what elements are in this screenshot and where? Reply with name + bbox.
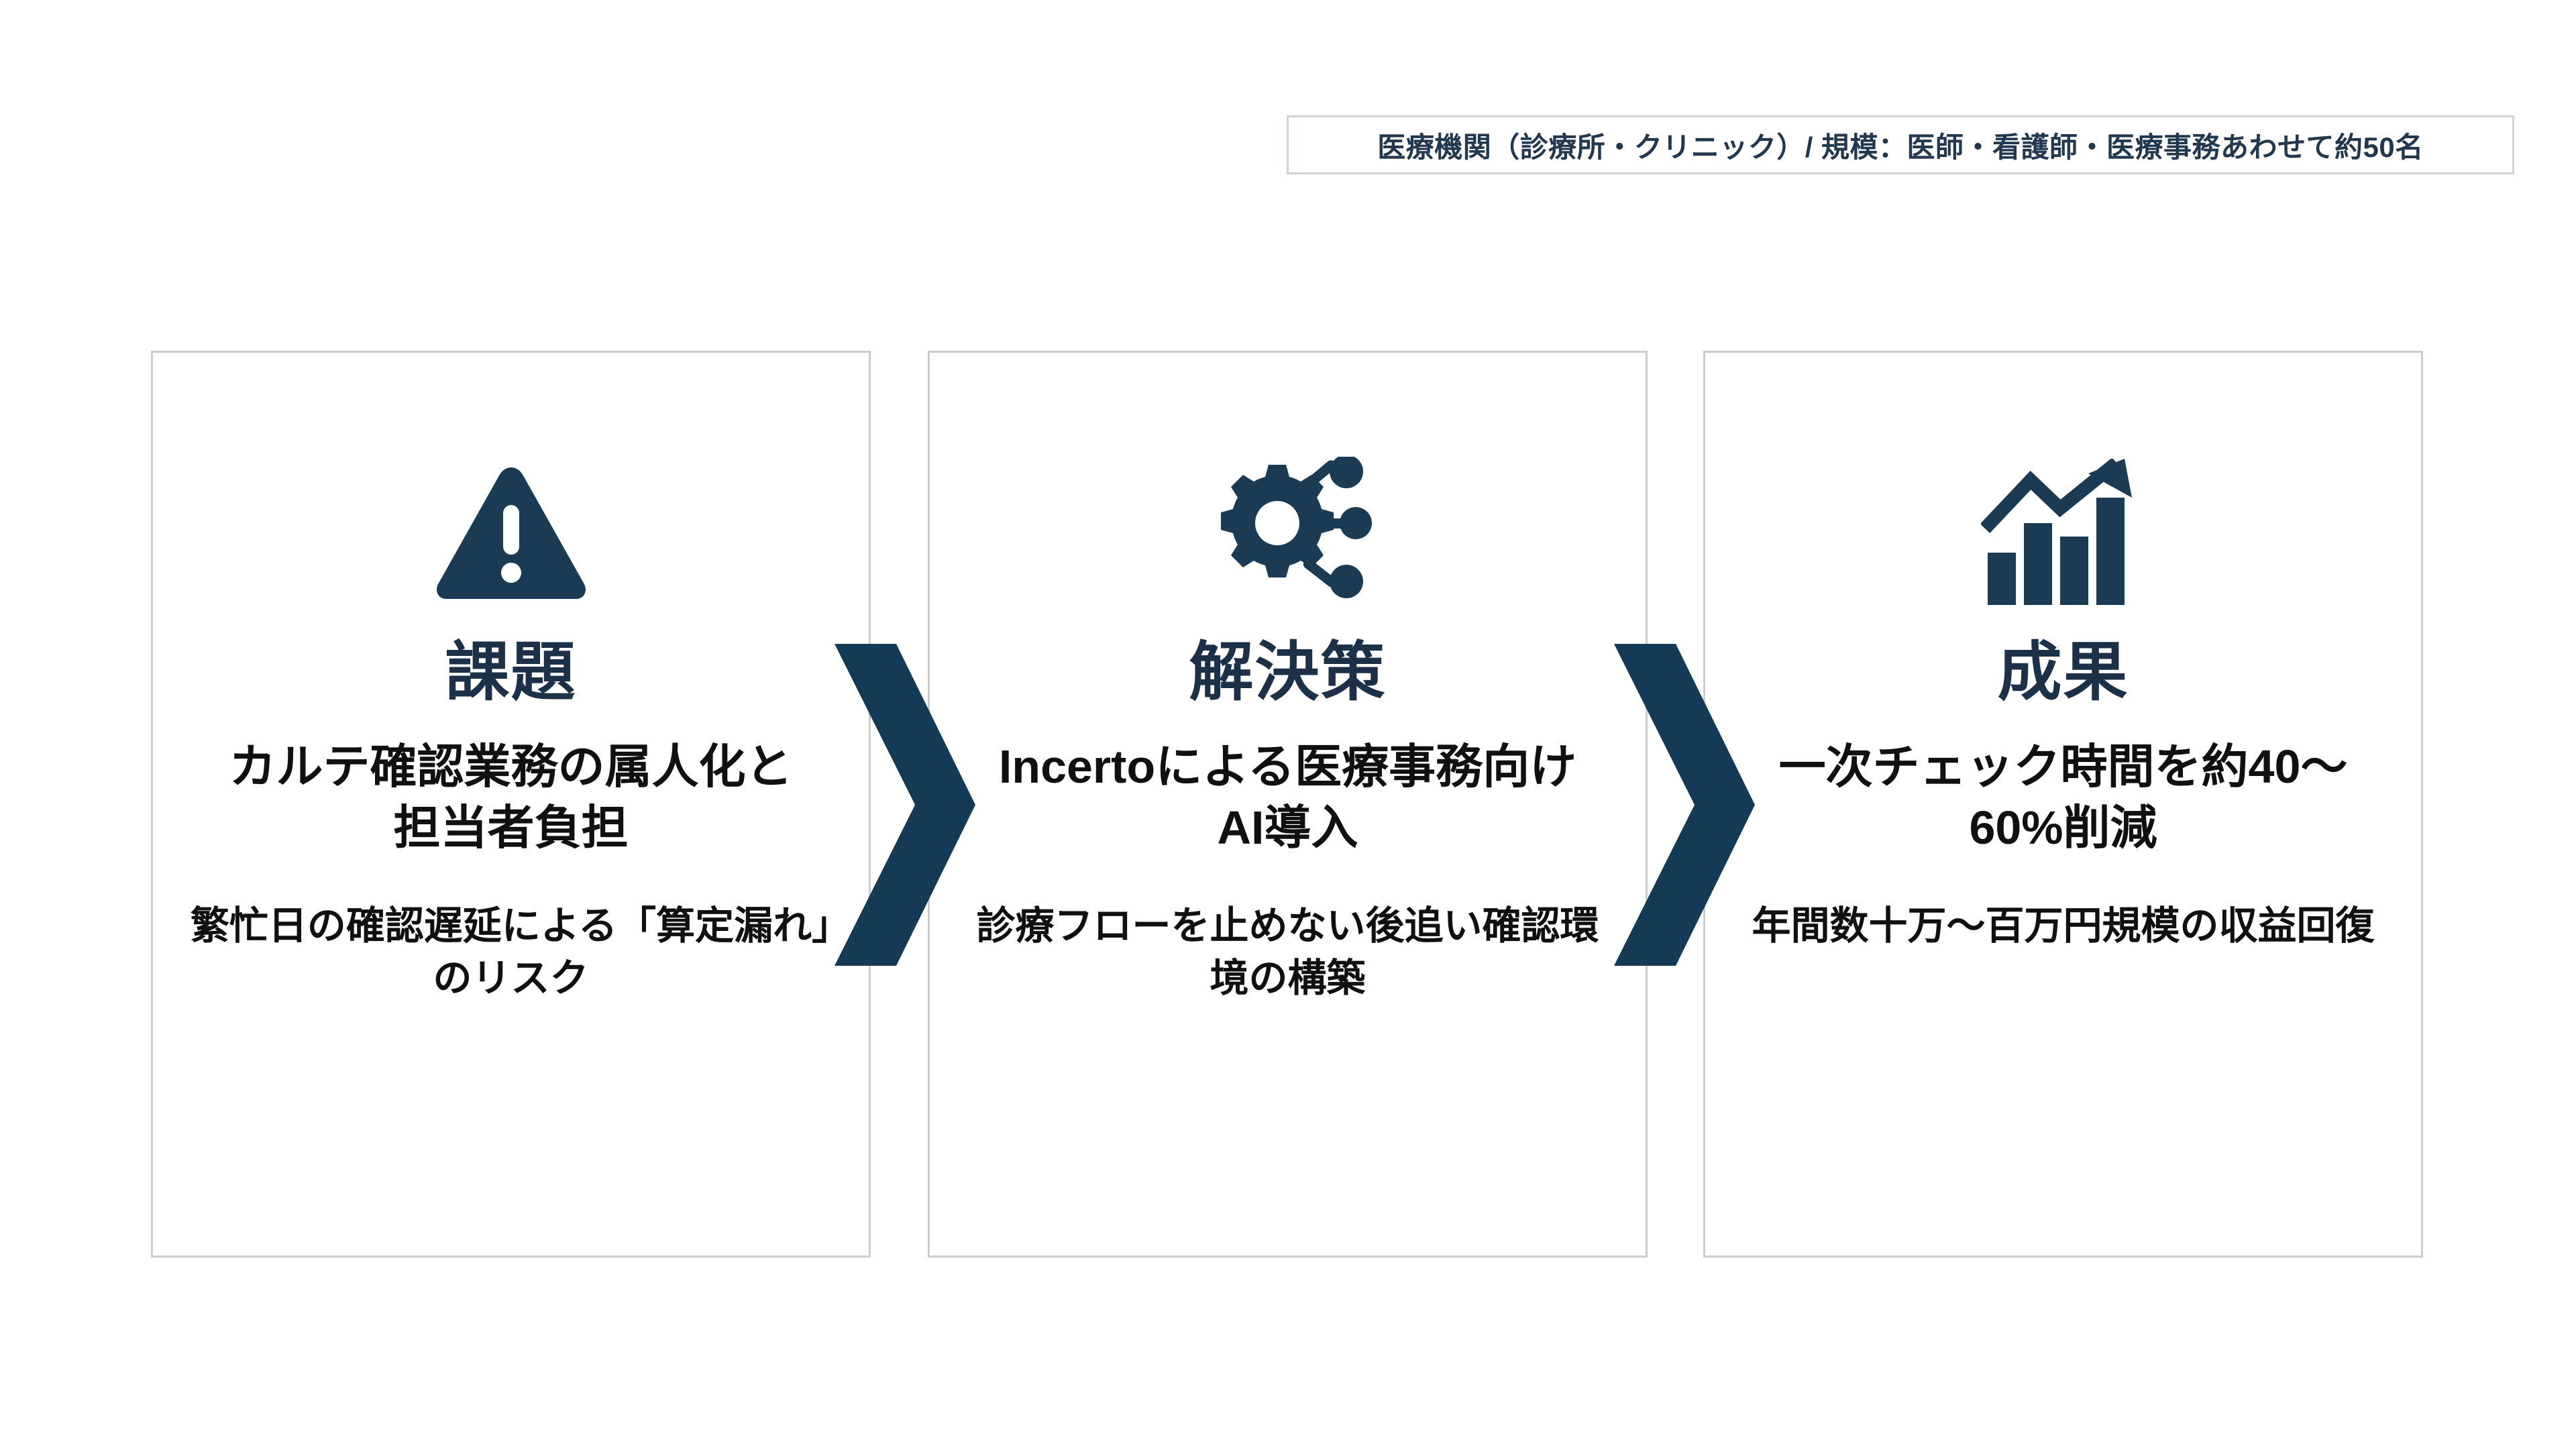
card-secondary-text: 繁忙日の確認遅延による「算定漏れ」のリスク [190, 903, 832, 1001]
chevron-right-icon [1602, 644, 1763, 966]
card-secondary-text: 年間数十万〜百万円規模の収益回復 [1752, 903, 2375, 948]
warning-triangle-icon [434, 450, 588, 618]
card-result: 成果 一次チェック時間を約40〜60%削減 年間数十万〜百万円規模の収益回復 [1703, 351, 2423, 1258]
card-title: 課題 [445, 636, 577, 708]
card-primary-text: 一次チェック時間を約40〜60%削減 [1778, 740, 2348, 854]
growth-chart-icon [1981, 450, 2145, 618]
card-primary-text: カルテ確認業務の属人化と担当者負担 [229, 740, 793, 854]
card-title: 解決策 [1189, 636, 1387, 708]
card-primary-text: Incertoによる医療事務向けAI導入 [998, 740, 1577, 854]
context-banner: 医療機関（診療所・クリニック）/ 規模：医師・看護師・医療事務あわせて約50名 [1287, 115, 2514, 174]
card-issue: 課題 カルテ確認業務の属人化と担当者負担 繁忙日の確認遅延による「算定漏れ」のリ… [151, 351, 871, 1258]
card-solution: 解決策 Incertoによる医療事務向けAI導入 診療フローを止めない後追い確認… [928, 351, 1648, 1258]
card-secondary-text: 診療フローを止めない後追い確認環境の構築 [976, 903, 1599, 1001]
chevron-right-icon [822, 644, 983, 966]
card-title: 成果 [1997, 636, 2129, 708]
gear-network-icon [1204, 450, 1372, 618]
context-banner-text: 医療機関（診療所・クリニック）/ 規模：医師・看護師・医療事務あわせて約50名 [1377, 131, 2424, 163]
